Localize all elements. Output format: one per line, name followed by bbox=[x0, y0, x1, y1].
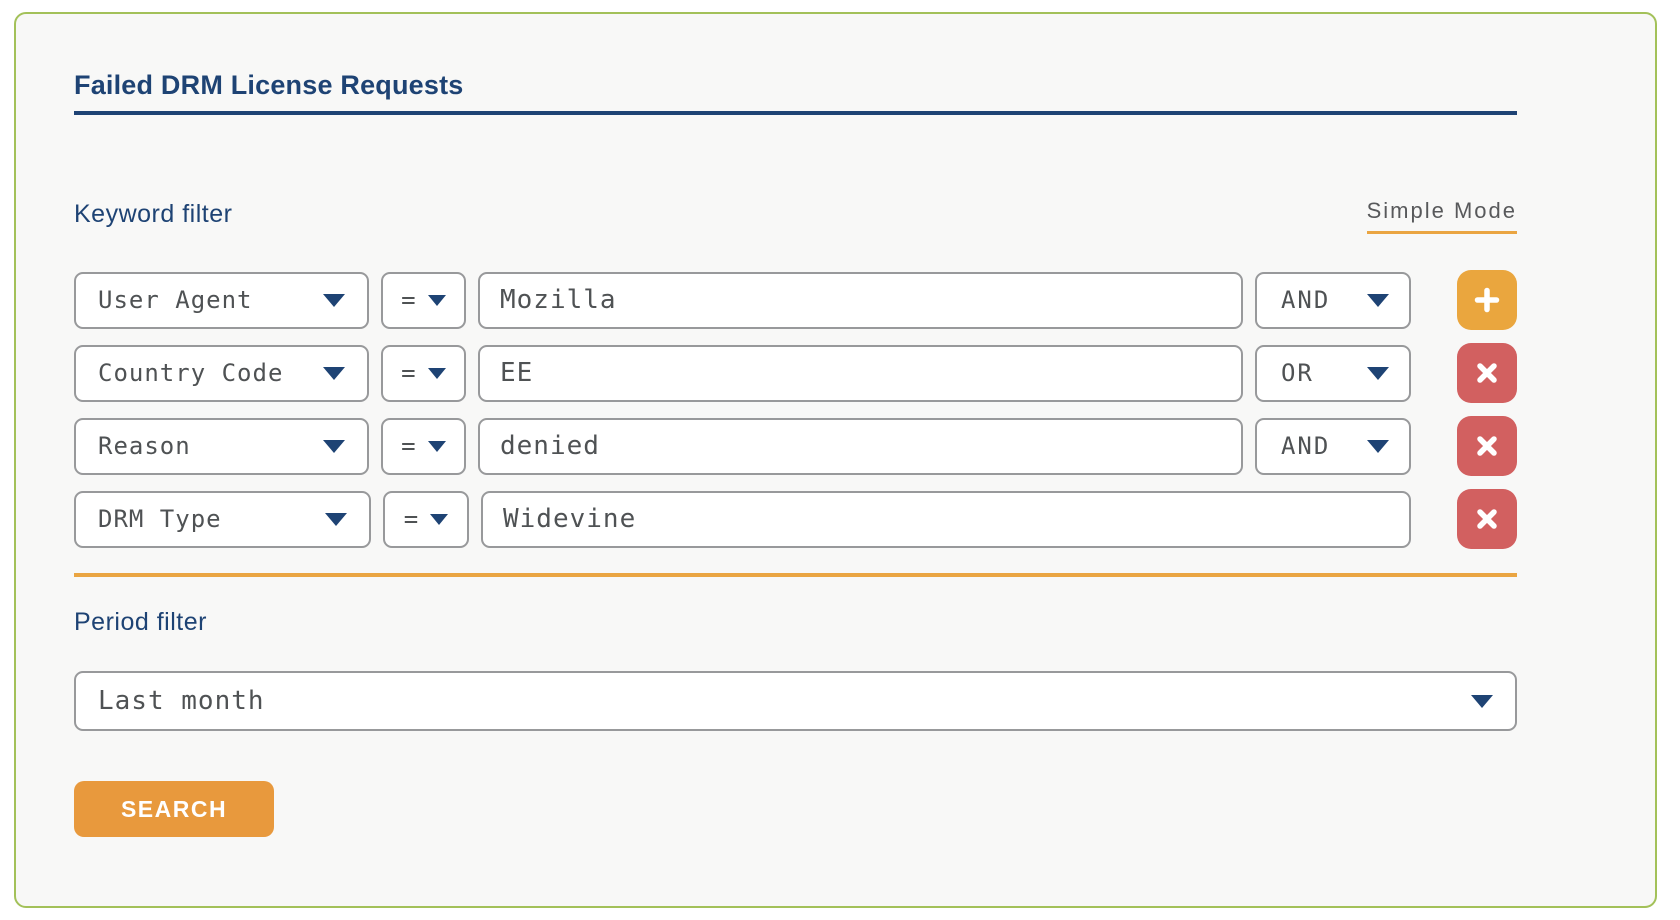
operator-select[interactable]: = bbox=[380, 344, 466, 402]
remove-row-button[interactable] bbox=[1457, 416, 1517, 477]
period-select-value: Last month bbox=[98, 686, 265, 717]
value-input[interactable] bbox=[477, 344, 1243, 402]
boolean-select[interactable]: AND bbox=[1254, 271, 1411, 329]
remove-row-button[interactable] bbox=[1457, 489, 1517, 550]
boolean-select-value: AND bbox=[1280, 286, 1331, 315]
value-input[interactable] bbox=[477, 271, 1243, 329]
page-title: Failed DRM License Requests bbox=[74, 70, 1517, 116]
operator-select[interactable]: = bbox=[380, 271, 466, 329]
field-select[interactable]: Reason bbox=[74, 417, 369, 475]
chevron-down-icon bbox=[1367, 366, 1389, 380]
operator-select-value: = bbox=[401, 286, 416, 315]
chevron-down-icon bbox=[322, 439, 345, 453]
field-select[interactable]: Country Code bbox=[74, 344, 369, 402]
boolean-select[interactable]: AND bbox=[1254, 417, 1411, 475]
failed-drm-requests-panel: Failed DRM License Requests Keyword filt… bbox=[14, 12, 1657, 908]
operator-select[interactable]: = bbox=[383, 490, 469, 548]
chevron-down-icon bbox=[1367, 293, 1389, 307]
chevron-down-icon bbox=[325, 512, 347, 526]
operator-select-value: = bbox=[403, 505, 419, 534]
x-icon bbox=[1472, 358, 1502, 388]
chevron-down-icon bbox=[322, 366, 345, 380]
filter-row-3: Reason = AND bbox=[74, 416, 1517, 477]
chevron-down-icon bbox=[430, 513, 449, 525]
value-input[interactable] bbox=[481, 490, 1411, 548]
boolean-select[interactable]: OR bbox=[1254, 344, 1411, 402]
field-select-value: Country Code bbox=[98, 359, 284, 388]
period-select[interactable]: Last month bbox=[74, 671, 1517, 732]
field-select-value: DRM Type bbox=[98, 505, 222, 534]
chevron-down-icon bbox=[1367, 439, 1389, 453]
remove-row-button[interactable] bbox=[1457, 343, 1517, 404]
operator-select[interactable]: = bbox=[380, 417, 466, 475]
value-input[interactable] bbox=[477, 417, 1243, 475]
filter-row-4: DRM Type = bbox=[74, 489, 1517, 550]
section-divider bbox=[74, 573, 1517, 578]
keyword-filter-header: Keyword filter Simple Mode bbox=[74, 198, 1517, 235]
operator-select-value: = bbox=[401, 359, 416, 388]
keyword-filter-heading: Keyword filter bbox=[74, 200, 233, 229]
add-row-button[interactable] bbox=[1457, 270, 1517, 331]
keyword-filter-rows: User Agent = AND Count bbox=[74, 270, 1517, 550]
chevron-down-icon bbox=[427, 367, 446, 379]
filter-row-2: Country Code = OR bbox=[74, 343, 1517, 404]
plus-icon bbox=[1472, 285, 1502, 315]
chevron-down-icon bbox=[1471, 694, 1493, 708]
search-button[interactable]: SEARCH bbox=[74, 781, 274, 838]
filter-row-1: User Agent = AND bbox=[74, 270, 1517, 331]
x-icon bbox=[1472, 504, 1502, 534]
simple-mode-toggle[interactable]: Simple Mode bbox=[1366, 198, 1517, 235]
period-filter-heading: Period filter bbox=[74, 608, 207, 637]
field-select-value: User Agent bbox=[98, 286, 253, 315]
field-select-value: Reason bbox=[98, 432, 191, 461]
field-select[interactable]: User Agent bbox=[74, 271, 369, 329]
x-icon bbox=[1472, 431, 1502, 461]
boolean-select-value: OR bbox=[1280, 359, 1314, 388]
operator-select-value: = bbox=[401, 432, 416, 461]
chevron-down-icon bbox=[427, 294, 446, 306]
field-select[interactable]: DRM Type bbox=[74, 490, 371, 548]
chevron-down-icon bbox=[322, 293, 345, 307]
chevron-down-icon bbox=[427, 440, 446, 452]
boolean-select-value: AND bbox=[1280, 432, 1331, 461]
